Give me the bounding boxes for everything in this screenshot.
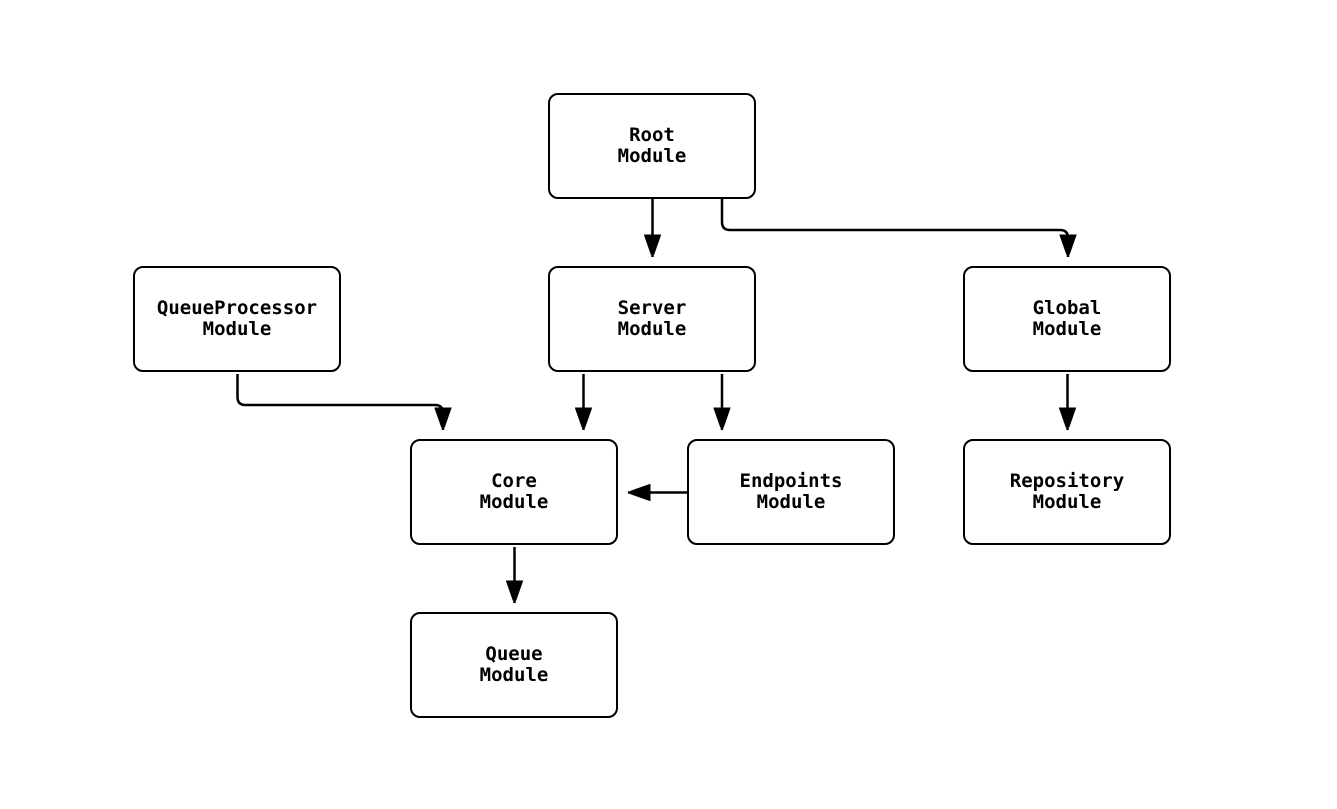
node-label-line: Repository — [1009, 469, 1125, 492]
node-label-line: Module — [202, 318, 272, 340]
node-label-line: QueueProcessor — [156, 296, 318, 319]
node-label-line: Module — [756, 491, 826, 513]
node-label-line: Root — [629, 123, 675, 146]
node-queue-module: Queue Module — [410, 612, 618, 718]
node-root-module: Root Module — [548, 93, 756, 199]
node-repository-module: Repository Module — [963, 439, 1171, 545]
node-label-line: Core — [491, 469, 537, 492]
node-label-line: Module — [1032, 318, 1102, 340]
node-label-line: Module — [479, 664, 549, 686]
node-queueprocessor-module: QueueProcessor Module — [133, 266, 341, 372]
node-label-line: Module — [1032, 491, 1102, 513]
node-label-line: Server — [617, 296, 687, 319]
edge-queueprocessor-to-core — [236, 374, 444, 430]
edge-root-to-global — [720, 199, 1068, 257]
node-server-module: Server Module — [548, 266, 756, 372]
node-global-module: Global Module — [963, 266, 1171, 372]
node-label-line: Module — [617, 318, 687, 340]
node-label-line: Global — [1032, 296, 1102, 319]
node-label-line: Queue — [485, 642, 543, 665]
node-label-line: Module — [617, 145, 687, 167]
node-core-module: Core Module — [410, 439, 618, 545]
node-endpoints-module: Endpoints Module — [687, 439, 895, 545]
node-label-line: Module — [479, 491, 549, 513]
node-label-line: Endpoints — [739, 469, 843, 492]
